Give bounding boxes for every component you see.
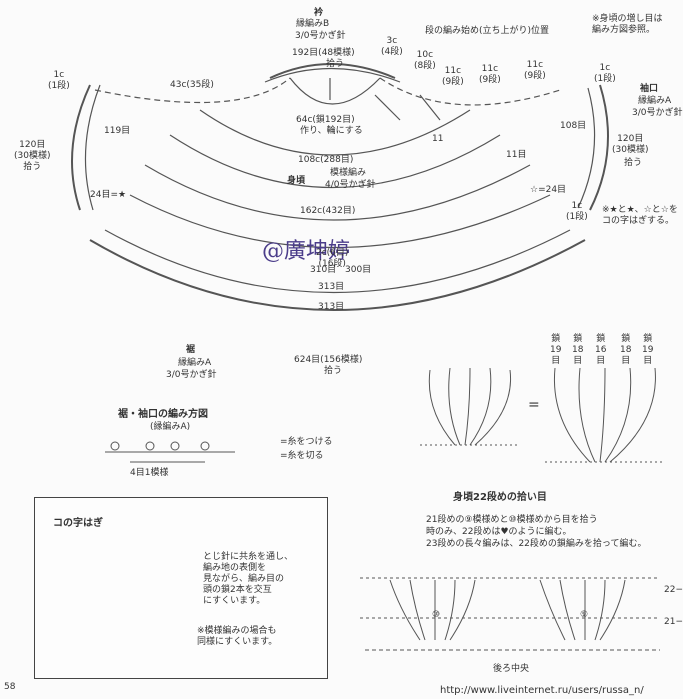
collar-ring-note: 作り、輪にする <box>300 126 363 136</box>
row22-title: 身頃22段めの拾い目 <box>453 492 547 503</box>
sleeve-title: 袖口 <box>640 84 659 94</box>
row-start-label: 段の編み始め(立ち上がり)位置 <box>425 26 550 36</box>
body-hook: 4/0号かぎ針 <box>325 180 376 190</box>
collar-hook: 3/0号かぎ針 <box>295 31 346 41</box>
sleeve-hook: 3/0号かぎ針 <box>632 108 683 118</box>
count-11c-c: 11c (9段) <box>524 60 546 81</box>
sleeve-count: 120目 (30模様) <box>612 134 649 155</box>
row22-label-b: 21− <box>664 617 683 627</box>
sleeve-method: 縁編みA <box>638 96 672 106</box>
chain-label-3: 鎖 16 目 <box>595 334 607 366</box>
mark-24-right: ☆=24目 <box>530 185 567 195</box>
count-310: 310目 <box>310 265 337 275</box>
row22-n9: ⑨ <box>580 610 589 620</box>
hem-hook: 3/0号かぎ針 <box>166 370 217 380</box>
legend-cut: =糸を切る <box>280 451 324 461</box>
fan-motif-right <box>545 367 665 463</box>
left-1c: 1c (1段) <box>48 70 70 91</box>
left-sleeve-count: 120目 (30模様) 拾う <box>14 140 51 172</box>
body-title: 身頃 <box>287 176 306 186</box>
body-ring-3 <box>169 134 501 189</box>
chain-label-1: 鎖 19 目 <box>550 334 562 366</box>
koji-text: とじ針に共糸を通し、 編み地の表側を 見ながら、編み目の 頭の鎖2本を交互 にす… <box>203 552 294 606</box>
collar-ring: 64c(鎖192目) <box>296 115 355 125</box>
collar-pickup-note: 拾う <box>326 59 345 69</box>
legend-attach: =糸をつける <box>280 437 333 447</box>
chain-label-5: 鎖 19 目 <box>642 334 654 366</box>
koji-box: コの字はぎ とじ針に共糸を通し、 編み地の表側を 見ながら、編み目の 頭の鎖2本… <box>34 497 328 679</box>
body-ring-2 <box>199 109 471 156</box>
footer-url[interactable]: http://www.liveinternet.ru/users/russa_n… <box>440 685 644 696</box>
row22-line3: 23段めの長々編みは、22段めの鎖編みを拾って編む。 <box>426 539 647 549</box>
count-3c: 3c (4段) <box>381 36 403 57</box>
count-162c: 162c(432目) <box>300 206 356 216</box>
count-313b: 313目 <box>318 302 345 312</box>
hem-title: 裾 <box>186 345 196 355</box>
right-sleeve-band <box>589 84 609 211</box>
body-method: 模様編み <box>330 168 367 178</box>
count-313a: 313目 <box>318 282 345 292</box>
chain-label-2: 鎖 18 目 <box>572 334 584 366</box>
edging-title: 裾・袖口の編み方図 <box>118 409 208 420</box>
koji-title: コの字はぎ <box>53 518 103 529</box>
hem-band-inner <box>104 229 571 293</box>
right-1c-mid: 1c (1段) <box>566 201 588 222</box>
chain-label-4: 鎖 18 目 <box>620 334 632 366</box>
count-300: 300目 <box>345 265 372 275</box>
row22-line1: 21段めの⑨模様めと⑩模様めから目を拾う <box>426 515 598 525</box>
body-ring-1 <box>289 77 381 105</box>
hem-method: 縁編みA <box>178 358 212 368</box>
body-ring-4 <box>144 164 531 221</box>
row22-line2: 時のみ、22段めは♥のように編む。 <box>426 527 572 537</box>
row22-label-a: 22− <box>664 585 683 595</box>
count-43c: 43c(35段) <box>170 80 214 90</box>
mark-24-left: 24目=★ <box>90 190 127 200</box>
count-108: 108目 <box>560 121 587 131</box>
count-11-left: 11 <box>432 134 444 144</box>
count-624-note: 拾う <box>324 366 343 376</box>
fan-motif-left <box>420 367 520 446</box>
watermark: @廣坤婷 <box>262 239 351 264</box>
row22-n10: ⑩ <box>432 610 441 620</box>
count-108c: 108c(288目) <box>298 155 354 165</box>
edging-chart <box>105 441 235 463</box>
count-11c-a: 11c (9段) <box>442 66 464 87</box>
page-number: 58 <box>4 682 16 692</box>
row22-chart <box>360 577 660 651</box>
sleeve-note: 拾う <box>624 158 643 168</box>
count-11-right: 11目 <box>506 150 527 160</box>
right-1c-top: 1c (1段) <box>594 63 616 84</box>
collar-pickup: 192目(48模様) <box>292 48 355 58</box>
collar-title: 衿 <box>314 8 324 18</box>
collar-method: 縁編みB <box>296 19 330 29</box>
count-11c-b: 11c (9段) <box>479 64 501 85</box>
collar-ribbon <box>269 63 396 79</box>
one-pattern: 4目1模様 <box>130 468 169 478</box>
footer-bar: http://www.liveinternet.ru/users/russa_n… <box>0 683 683 699</box>
back-center: 後ろ中央 <box>493 664 530 674</box>
koji-note: ※模様編みの場合も 同様にすくいます。 <box>197 626 278 647</box>
count-overlap: 2c(6目) (16段) <box>316 248 349 269</box>
count-119: 119目 <box>104 126 131 136</box>
count-10c: 10c (8段) <box>414 50 436 71</box>
left-sleeve-band <box>71 84 91 211</box>
star-note: ※★と★、☆と☆を コの字はぎする。 <box>602 205 678 226</box>
equals-sign: = <box>528 397 540 413</box>
body-ring-5 <box>129 194 551 249</box>
edging-subtitle: (縁編みA) <box>150 422 191 432</box>
hem-band-outer <box>89 239 586 311</box>
increase-note: ※身頃の増し目は 編み方図参照。 <box>592 14 663 35</box>
neckline-dashed <box>94 77 561 106</box>
count-624: 624目(156模様) <box>294 355 363 365</box>
